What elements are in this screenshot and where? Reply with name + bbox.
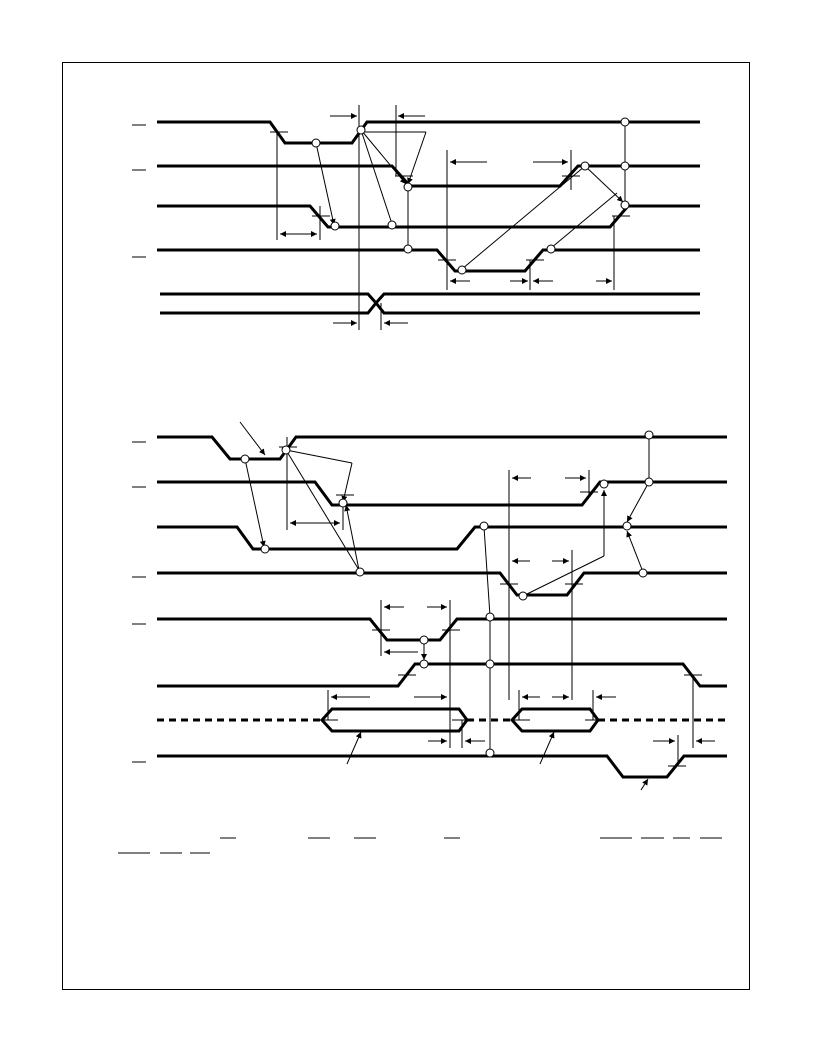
lower-signal-5-waveform [157, 617, 727, 642]
lower-bus-valid-window-1 [319, 707, 469, 733]
upper-causality-lines [315, 129, 624, 270]
lower-event-nodes [240, 430, 654, 758]
upper-dimension-arrows [280, 113, 612, 326]
lower-reference-lines [286, 437, 694, 766]
lower-dimension-arrows [290, 475, 715, 744]
lower-signal-1-waveform [157, 435, 727, 461]
upper-signal-4-waveform [157, 248, 700, 273]
lower-causality-lines [239, 421, 650, 791]
upper-transition-ticks [270, 131, 630, 261]
upper-event-nodes [311, 117, 630, 275]
lower-signal-8-waveform [157, 754, 727, 779]
upper-signal-2-waveform [157, 164, 700, 188]
upper-bus-waveform-bottom [160, 300, 700, 315]
lower-signal-4-waveform [157, 571, 727, 597]
upper-reference-lines [276, 105, 626, 330]
lower-signal-3-waveform [157, 525, 727, 551]
upper-bus-waveform-top [160, 292, 700, 306]
page-frame [62, 62, 750, 990]
footnote-overbars [118, 837, 722, 854]
lower-timing-diagram [132, 421, 727, 791]
upper-signal-1-waveform [157, 120, 700, 145]
lower-signal-2-waveform [157, 480, 727, 507]
lower-signal-6-waveform [157, 662, 727, 688]
upper-timing-diagram [132, 105, 700, 330]
upper-signal-3-waveform [157, 204, 700, 229]
